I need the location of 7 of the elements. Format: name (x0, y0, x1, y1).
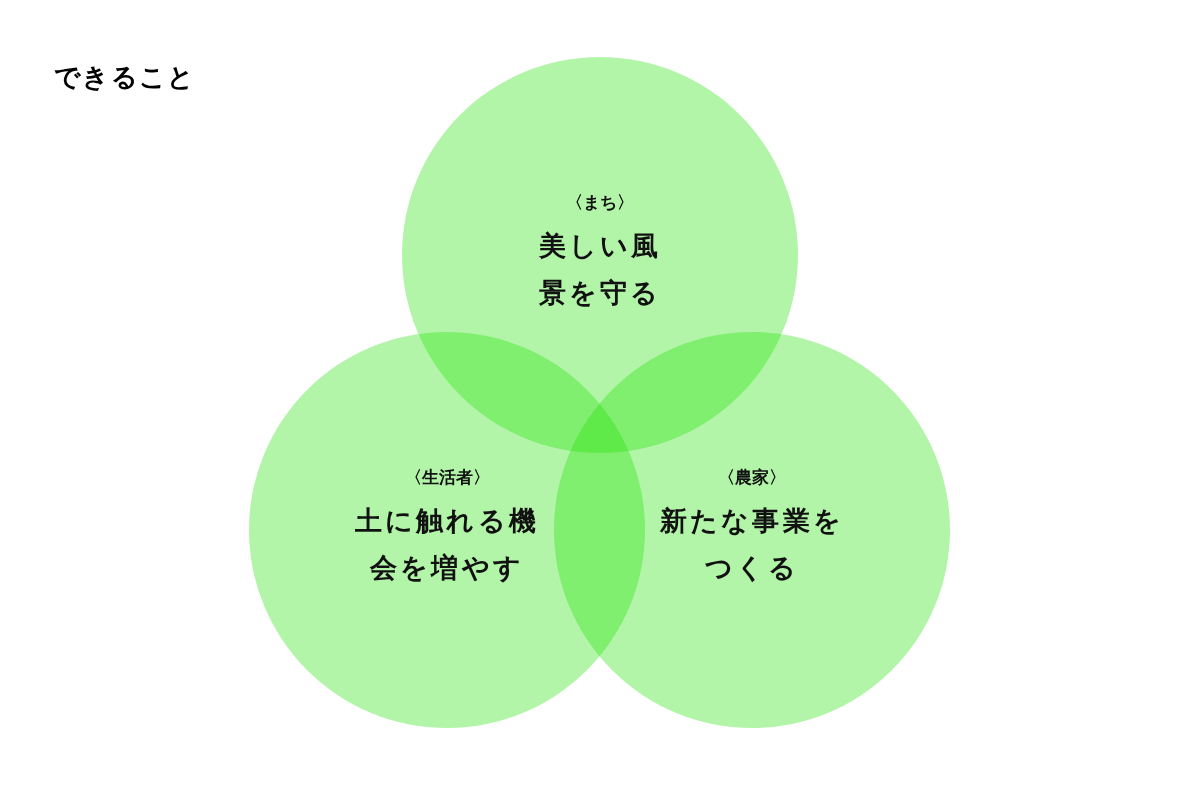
title: できること (54, 61, 196, 94)
circle-heading: 〈まち〉 (566, 191, 634, 214)
circle-heading: 〈生活者〉 (404, 466, 490, 489)
circle-heading: 〈農家〉 (718, 466, 786, 489)
circle-text: 土に触れる機会を増やす (353, 503, 541, 585)
circle-text: 美しい風景を守る (537, 228, 663, 310)
circle-text: 新たな事業をつくる (658, 503, 846, 585)
